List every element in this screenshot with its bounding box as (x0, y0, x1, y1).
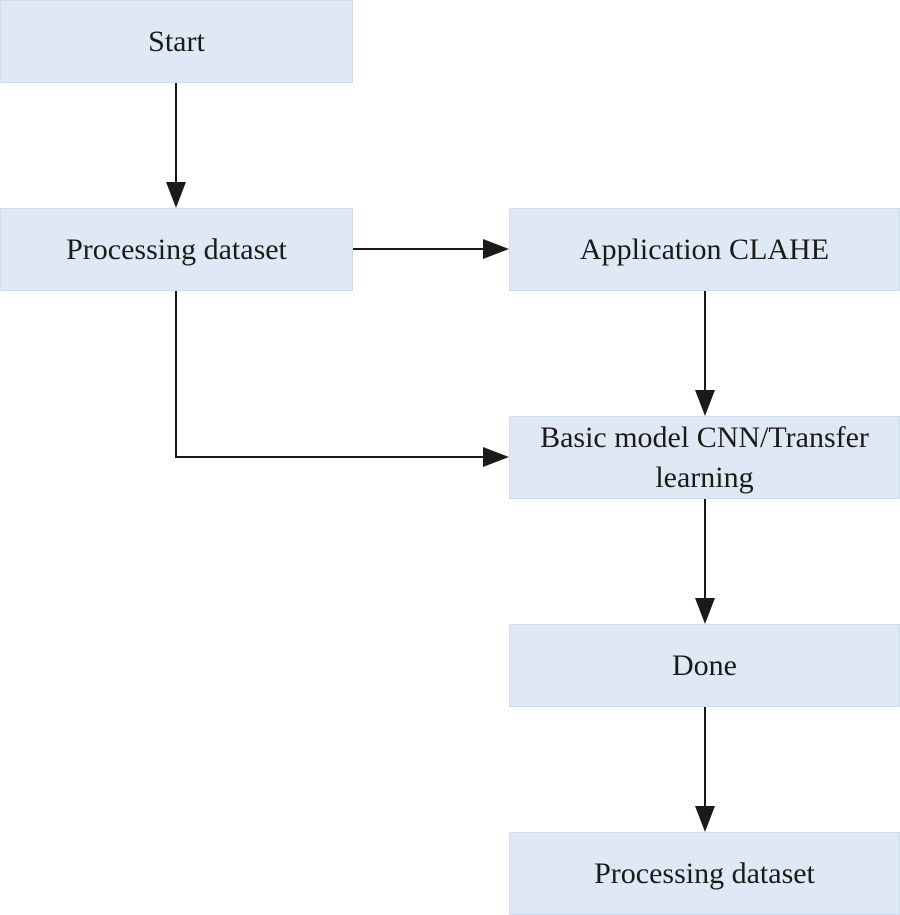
arrow-basic-model-to-done (695, 499, 715, 624)
node-basic-model: Basic model CNN/Transfer learning (509, 416, 900, 499)
arrow-start-to-processing (166, 83, 186, 208)
node-start: Start (0, 0, 353, 83)
arrow-clahe-to-basic-model (695, 291, 715, 416)
node-processing-dataset: Processing dataset (0, 208, 353, 291)
node-done: Done (509, 624, 900, 707)
node-basic-model-label: Basic model CNN/Transfer learning (540, 420, 869, 494)
node-application-clahe: Application CLAHE (509, 208, 900, 291)
node-processing-dataset-label: Processing dataset (66, 232, 287, 266)
node-processing-dataset-final: Processing dataset (509, 832, 900, 915)
arrow-done-to-processing-final (695, 707, 715, 832)
arrow-processing-to-clahe (353, 239, 509, 259)
node-application-clahe-label: Application CLAHE (579, 232, 830, 266)
node-done-label: Done (672, 648, 737, 682)
node-processing-dataset-final-label: Processing dataset (594, 856, 815, 890)
arrow-processing-to-basic-model (175, 291, 509, 467)
node-start-label: Start (148, 24, 205, 58)
